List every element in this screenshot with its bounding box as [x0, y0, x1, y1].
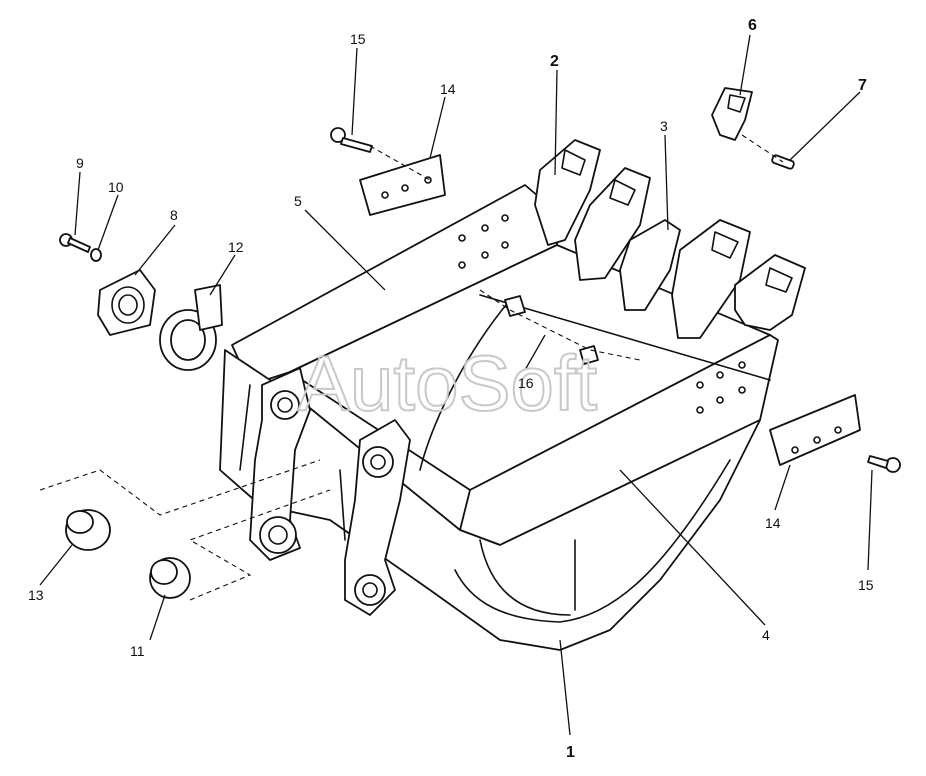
callout-14-right: 14 — [765, 515, 781, 531]
callout-labels: 1 2 3 4 5 6 7 8 9 10 11 12 13 14 14 15 1… — [28, 17, 874, 761]
callout-15-right: 15 — [858, 577, 874, 593]
bolt-15-right — [867, 455, 901, 473]
tooth-2 — [574, 167, 651, 281]
bolt-9 — [59, 233, 91, 253]
leader-lines — [39, 34, 873, 736]
wear-plate-left — [359, 154, 446, 216]
bushing-11 — [149, 557, 191, 599]
watermark: AutoSoft — [298, 339, 598, 427]
explode-lines — [39, 134, 784, 601]
bolt-15-top — [330, 127, 373, 153]
callout-13: 13 — [28, 587, 44, 603]
callout-16: 16 — [518, 375, 534, 391]
side-plate-holes — [458, 214, 746, 414]
callout-10: 10 — [108, 179, 124, 195]
callout-8: 8 — [170, 207, 178, 223]
callout-2: 2 — [550, 53, 559, 70]
callout-1: 1 — [566, 744, 575, 761]
tooth-tip-detached — [711, 87, 753, 141]
callout-15-top: 15 — [350, 31, 366, 47]
bushing-13 — [65, 509, 111, 551]
tooth-4 — [671, 219, 751, 339]
callout-6: 6 — [748, 17, 757, 34]
mounting-bracket-left — [249, 367, 311, 561]
washer-10 — [90, 248, 102, 262]
callout-3: 3 — [660, 118, 668, 134]
callout-7: 7 — [858, 77, 867, 94]
tooth-5 — [734, 254, 806, 331]
shim-12 — [159, 284, 223, 371]
callout-5: 5 — [294, 193, 302, 209]
boss-ring-8 — [97, 269, 156, 336]
callout-12: 12 — [228, 239, 244, 255]
mounting-bracket-right — [344, 419, 411, 616]
block-16-a — [504, 295, 526, 317]
callout-11: 11 — [130, 643, 145, 659]
wear-plate-right — [769, 394, 861, 466]
callout-14-top: 14 — [440, 81, 456, 97]
callout-9: 9 — [76, 155, 84, 171]
callout-4: 4 — [762, 627, 770, 643]
